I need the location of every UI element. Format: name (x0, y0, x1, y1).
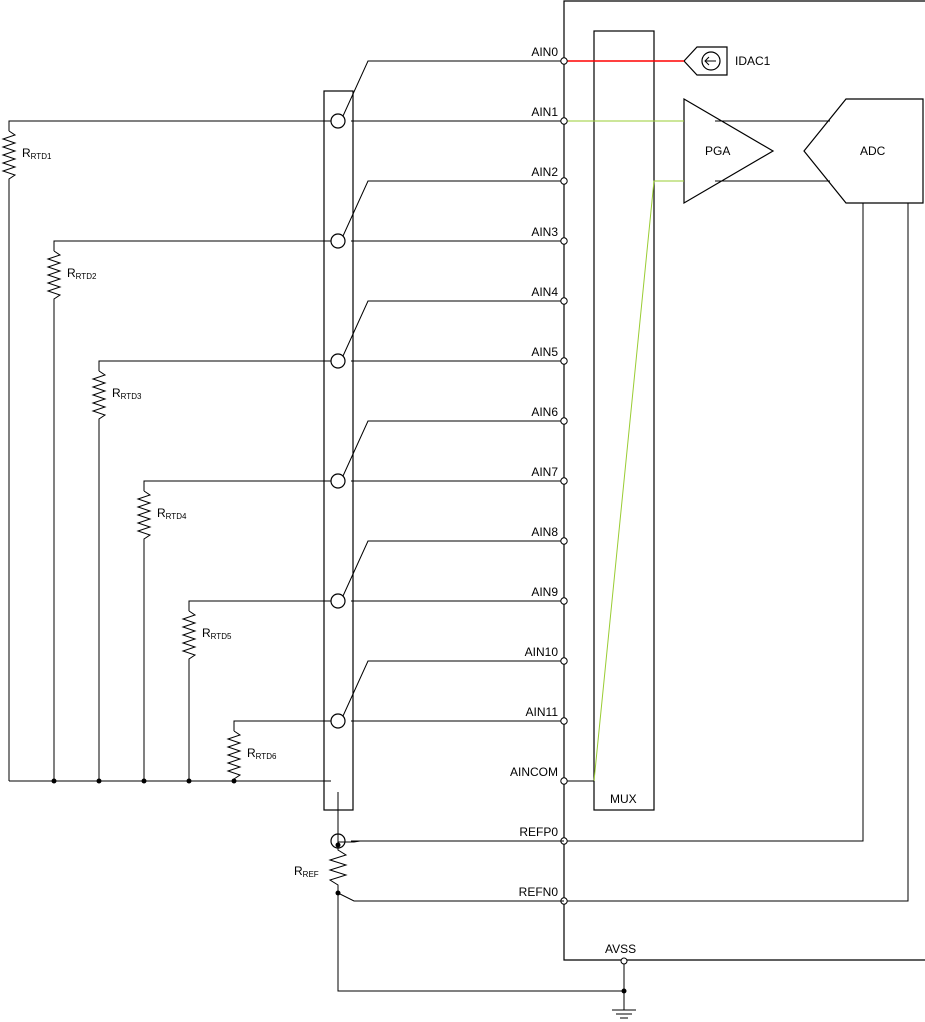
pin-ain1 (560, 117, 568, 125)
rtd-feed-wire (53, 240, 331, 251)
pin-label-ain6: AIN6 (531, 405, 558, 419)
pga-block (683, 97, 775, 205)
connector-terminal (330, 473, 346, 489)
pin-aincom (560, 777, 568, 785)
pin-label-ain3: AIN3 (531, 225, 558, 239)
rtd-resistor (226, 730, 242, 781)
rtd-junction (51, 778, 57, 784)
pga-label: PGA (705, 144, 730, 158)
rref-bottom-wire (337, 892, 624, 992)
pin-label-ain7: AIN7 (531, 465, 558, 479)
connector-terminal (330, 713, 346, 729)
pin-label-refn0: REFN0 (519, 885, 559, 899)
connector-strip (323, 90, 354, 811)
rref-label: RREF (294, 864, 319, 879)
rtd-feed-wire (233, 720, 331, 731)
ground-icon (612, 1009, 636, 1019)
pin-label-ain1: AIN1 (531, 105, 558, 119)
rtd-feed-wire (8, 120, 331, 131)
pin-label-refp0: REFP0 (519, 825, 558, 839)
pin-ain6 (560, 417, 568, 425)
rtd-junction (141, 778, 147, 784)
refn-line (564, 203, 909, 902)
rtd-resistor (181, 610, 197, 781)
mux-block (593, 30, 655, 811)
pin-label-ain9: AIN9 (531, 585, 558, 599)
pin-ain2 (560, 177, 568, 185)
pin-ain4 (560, 297, 568, 305)
pin-ain5 (560, 357, 568, 365)
rtd-label: RRTD5 (202, 626, 232, 641)
adc-block (803, 98, 924, 204)
connector-diagonal-wire (342, 300, 561, 357)
rtd-resistor (1, 130, 17, 781)
rtd-junction (96, 778, 102, 784)
pin-ain9 (560, 597, 568, 605)
idac-source (683, 46, 728, 76)
rtd-feed-wire (188, 600, 331, 611)
pin-ain10 (560, 657, 568, 665)
rtd-feed-wire (98, 360, 331, 371)
connector-diagonal-wire (342, 60, 561, 117)
connector-terminal (330, 593, 346, 609)
pins-layer: AIN0AIN1AIN2AIN3AIN4AIN5AIN6AIN7AIN8AIN9… (510, 45, 568, 905)
pin-label-ain10: AIN10 (525, 645, 559, 659)
pin-label-ain0: AIN0 (531, 45, 558, 59)
pin-label-ain4: AIN4 (531, 285, 558, 299)
rtd-resistor (46, 250, 62, 781)
rtd-resistor (136, 490, 152, 781)
connector-diagonal-wire (342, 540, 561, 597)
connector-diagonal-wire (342, 420, 561, 477)
pin-ain11 (560, 717, 568, 725)
idac-label: IDAC1 (735, 54, 771, 68)
rtd-label: RRTD3 (112, 386, 142, 401)
rref-top-wire (337, 792, 564, 843)
pga-neg-path (593, 180, 684, 782)
connector-terminal (330, 233, 346, 249)
avss-junction (621, 988, 627, 994)
rtd-label: RRTD6 (247, 746, 277, 761)
mux-label: MUX (610, 792, 637, 806)
idac-arrow-icon (701, 51, 721, 71)
pin-ain3 (560, 237, 568, 245)
refp-line (564, 203, 864, 842)
pin-label-ain8: AIN8 (531, 525, 558, 539)
rtd-label: RRTD1 (22, 146, 52, 161)
adc-label: ADC (860, 144, 886, 158)
rtd-junction (186, 778, 192, 784)
pin-ain7 (560, 477, 568, 485)
pin-label-ain11: AIN11 (526, 705, 559, 719)
idac-arrow-head-icon (704, 56, 716, 66)
rtd-label: RRTD4 (157, 506, 187, 521)
rtd-label: RRTD2 (67, 266, 97, 281)
rref-bottom-dot (335, 890, 341, 896)
connector-terminal (330, 353, 346, 369)
avss-label: AVSS (605, 942, 636, 956)
connector-terminal (330, 113, 346, 129)
pin-label-aincom: AINCOM (510, 765, 558, 779)
rref-top-dot (335, 842, 341, 848)
rref-resistor (328, 842, 348, 893)
rtd-resistor (91, 370, 107, 781)
connector-diagonal-wire (342, 180, 561, 237)
pin-ain0 (560, 57, 568, 65)
connector-layer (330, 60, 561, 849)
rtd-feed-wire (143, 480, 331, 491)
pin-label-ain5: AIN5 (531, 345, 558, 359)
avss-pin (620, 957, 628, 965)
pin-label-ain2: AIN2 (531, 165, 558, 179)
pin-ain8 (560, 537, 568, 545)
connector-diagonal-wire (342, 660, 561, 717)
rtd-junction (231, 778, 237, 784)
